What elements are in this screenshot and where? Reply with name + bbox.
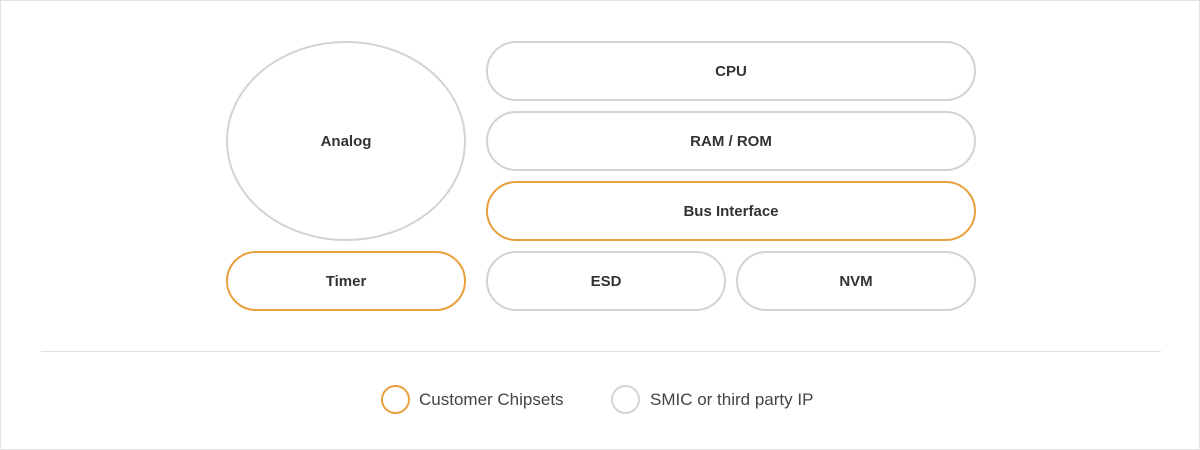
timer-label: Timer [325,272,367,290]
timer-block: Timer [226,251,466,311]
esd-label: ESD [590,272,622,290]
customer-legend-label: Customer Chipsets [419,390,564,409]
cpu-block: CPU [486,41,976,101]
bus-interface-label: Bus Interface [683,202,779,220]
divider [41,351,1161,352]
ram-rom-label: RAM / ROM [690,132,772,150]
smic-legend-label: SMIC or third party IP [650,390,814,409]
nvm-block: NVM [736,251,976,311]
analog-label: Analog [320,132,372,150]
ram-rom-block: RAM / ROM [486,111,976,171]
analog-block: Analog [226,41,466,241]
nvm-label: NVM [839,272,873,290]
esd-block: ESD [486,251,726,311]
cpu-label: CPU [715,62,747,80]
customer-legend-circle-icon [381,385,410,414]
smic-legend-circle-icon [611,385,640,414]
bus-interface-block: Bus Interface [486,181,976,241]
